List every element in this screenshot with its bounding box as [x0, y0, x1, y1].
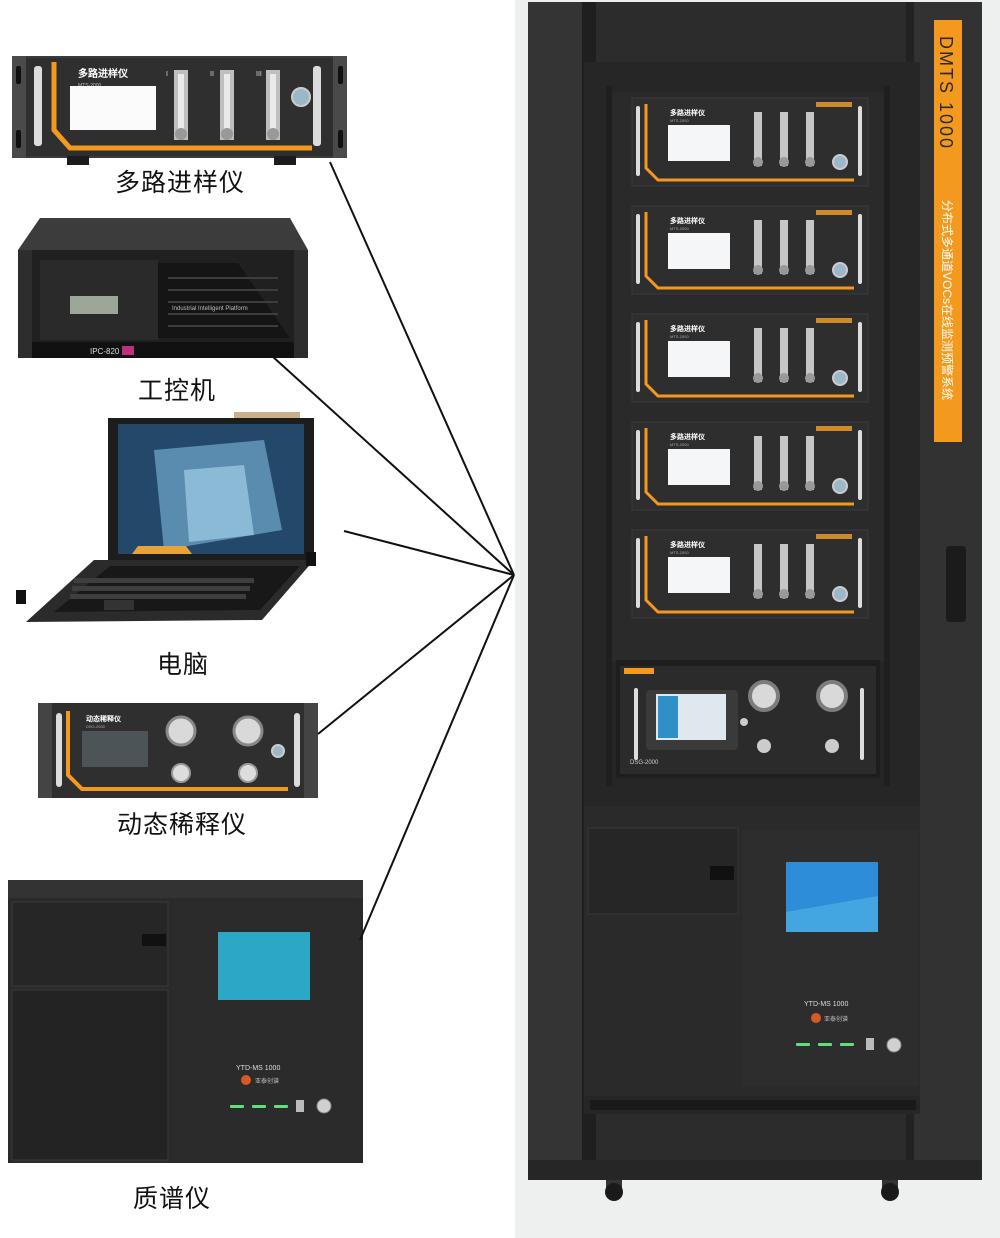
flowmeter-icon	[780, 328, 788, 382]
power-button-icon	[832, 262, 848, 278]
cabinet: DMTS 1000 分布式多通道VOCs在线监测预警系统 多路进样仪MTS-20…	[528, 2, 982, 1201]
flowmeter-icon	[806, 544, 814, 598]
flowmeter-icon	[806, 328, 814, 382]
flowmeter-icon	[754, 328, 762, 382]
gas-port-icon	[232, 715, 264, 747]
sampler-caption: 多路进样仪	[114, 168, 245, 197]
port-mark: II	[210, 71, 214, 78]
ms-model: YTD-MS 1000	[236, 1065, 280, 1072]
cabinet-unit-screen	[668, 341, 730, 377]
diluter-screen	[82, 731, 148, 767]
cabinet-unit-title: 多路进样仪	[670, 216, 706, 225]
caster-wheel-icon	[605, 1180, 899, 1201]
flowmeter-icon	[806, 436, 814, 490]
power-button-icon	[316, 1098, 332, 1114]
flowmeter-icon	[780, 220, 788, 274]
valve-icon	[825, 739, 839, 753]
cabinet-unit-title: 多路进样仪	[670, 324, 706, 333]
cabinet-brand: 亚泰创谱	[824, 1015, 848, 1023]
cabinet-ms-model: YTD-MS 1000	[804, 1001, 848, 1008]
ms-caption: 质谱仪	[132, 1184, 211, 1213]
cabinet-unit-screen	[668, 449, 730, 485]
gas-port-icon	[816, 680, 848, 712]
cabinet-unit-title: 多路进样仪	[670, 540, 706, 549]
flowmeter-icon	[780, 544, 788, 598]
brand-logo-icon	[241, 1075, 251, 1085]
ipc-device: Industrial Intelligent Platform IPC-820	[18, 218, 308, 358]
cabinet-unit-screen	[668, 233, 730, 269]
cabinet-unit-screen	[668, 557, 730, 593]
flowmeter-icon	[806, 220, 814, 274]
cabinet-unit-screen	[668, 125, 730, 161]
cabinet-unit-title: 多路进样仪	[670, 108, 706, 117]
flowmeter-icon	[780, 436, 788, 490]
cabinet-unit-model: MTS-2000	[670, 118, 689, 123]
brand-logo-icon	[811, 1013, 821, 1023]
flowmeter-icon	[754, 436, 762, 490]
flowmeter-icon	[174, 70, 280, 140]
computer-device	[16, 412, 316, 622]
power-button-icon	[886, 1037, 902, 1053]
cabinet-unit-model: MTS-2000	[670, 226, 689, 231]
ipc-model: IPC-820	[90, 347, 120, 356]
door-handle	[946, 546, 966, 622]
diluter-panel-model: DSG-2000	[86, 724, 106, 729]
computer-caption: 电脑	[156, 650, 209, 679]
sampler-device: 多路进样仪 MTS-2000 I II III	[12, 56, 347, 165]
status-led-icon	[230, 1105, 288, 1108]
sampler-units: 多路进样仪MTS-2000多路进样仪MTS-2000多路进样仪MTS-2000多…	[631, 97, 869, 619]
power-button-icon	[291, 87, 311, 107]
ms-brand: 亚泰创谱	[255, 1077, 279, 1085]
flowmeter-icon	[754, 112, 762, 166]
cabinet-unit-title: 多路进样仪	[670, 432, 706, 441]
cabinet-unit-model: MTS-2000	[670, 334, 689, 339]
diluter-panel-title: 动态稀释仪	[86, 714, 122, 723]
power-button-icon	[832, 370, 848, 386]
flowmeter-icon	[780, 112, 788, 166]
power-button-icon	[271, 744, 285, 758]
port-mark: I	[166, 71, 168, 78]
cabinet-unit-model: MTS-2000	[670, 550, 689, 555]
status-led-icon	[796, 1043, 854, 1046]
side-label-sub: 分布式多通道VOCs在线监测预警系统	[940, 200, 955, 400]
side-label-main: DMTS 1000	[936, 36, 956, 150]
sampler-panel-title: 多路进样仪	[78, 67, 129, 80]
diluter-caption: 动态稀释仪	[116, 810, 247, 839]
gas-port-icon	[165, 715, 197, 747]
power-button-icon	[832, 478, 848, 494]
flowmeter-icon	[754, 544, 762, 598]
valve-icon	[171, 763, 191, 783]
ipc-caption: 工控机	[137, 376, 216, 405]
power-button-icon	[832, 154, 848, 170]
ms-device: YTD-MS 1000 亚泰创谱	[8, 880, 363, 1163]
power-button-icon	[832, 586, 848, 602]
valve-icon	[757, 739, 771, 753]
ipc-lcd	[70, 296, 118, 314]
cabinet-diluter-model: DSG-2000	[630, 760, 659, 766]
port-mark: III	[256, 71, 262, 78]
ms-screen	[218, 932, 310, 1000]
touchpad	[104, 600, 134, 610]
side-label-band	[934, 20, 962, 442]
sampler-screen	[70, 86, 156, 130]
diluter-device: 动态稀释仪 DSG-2000	[38, 703, 318, 798]
flowmeter-icon	[754, 220, 762, 274]
cabinet-unit-model: MTS-2000	[670, 442, 689, 447]
ipc-face-text: Industrial Intelligent Platform	[172, 306, 248, 312]
valve-icon	[238, 763, 258, 783]
gas-port-icon	[748, 680, 780, 712]
flowmeter-icon	[806, 112, 814, 166]
